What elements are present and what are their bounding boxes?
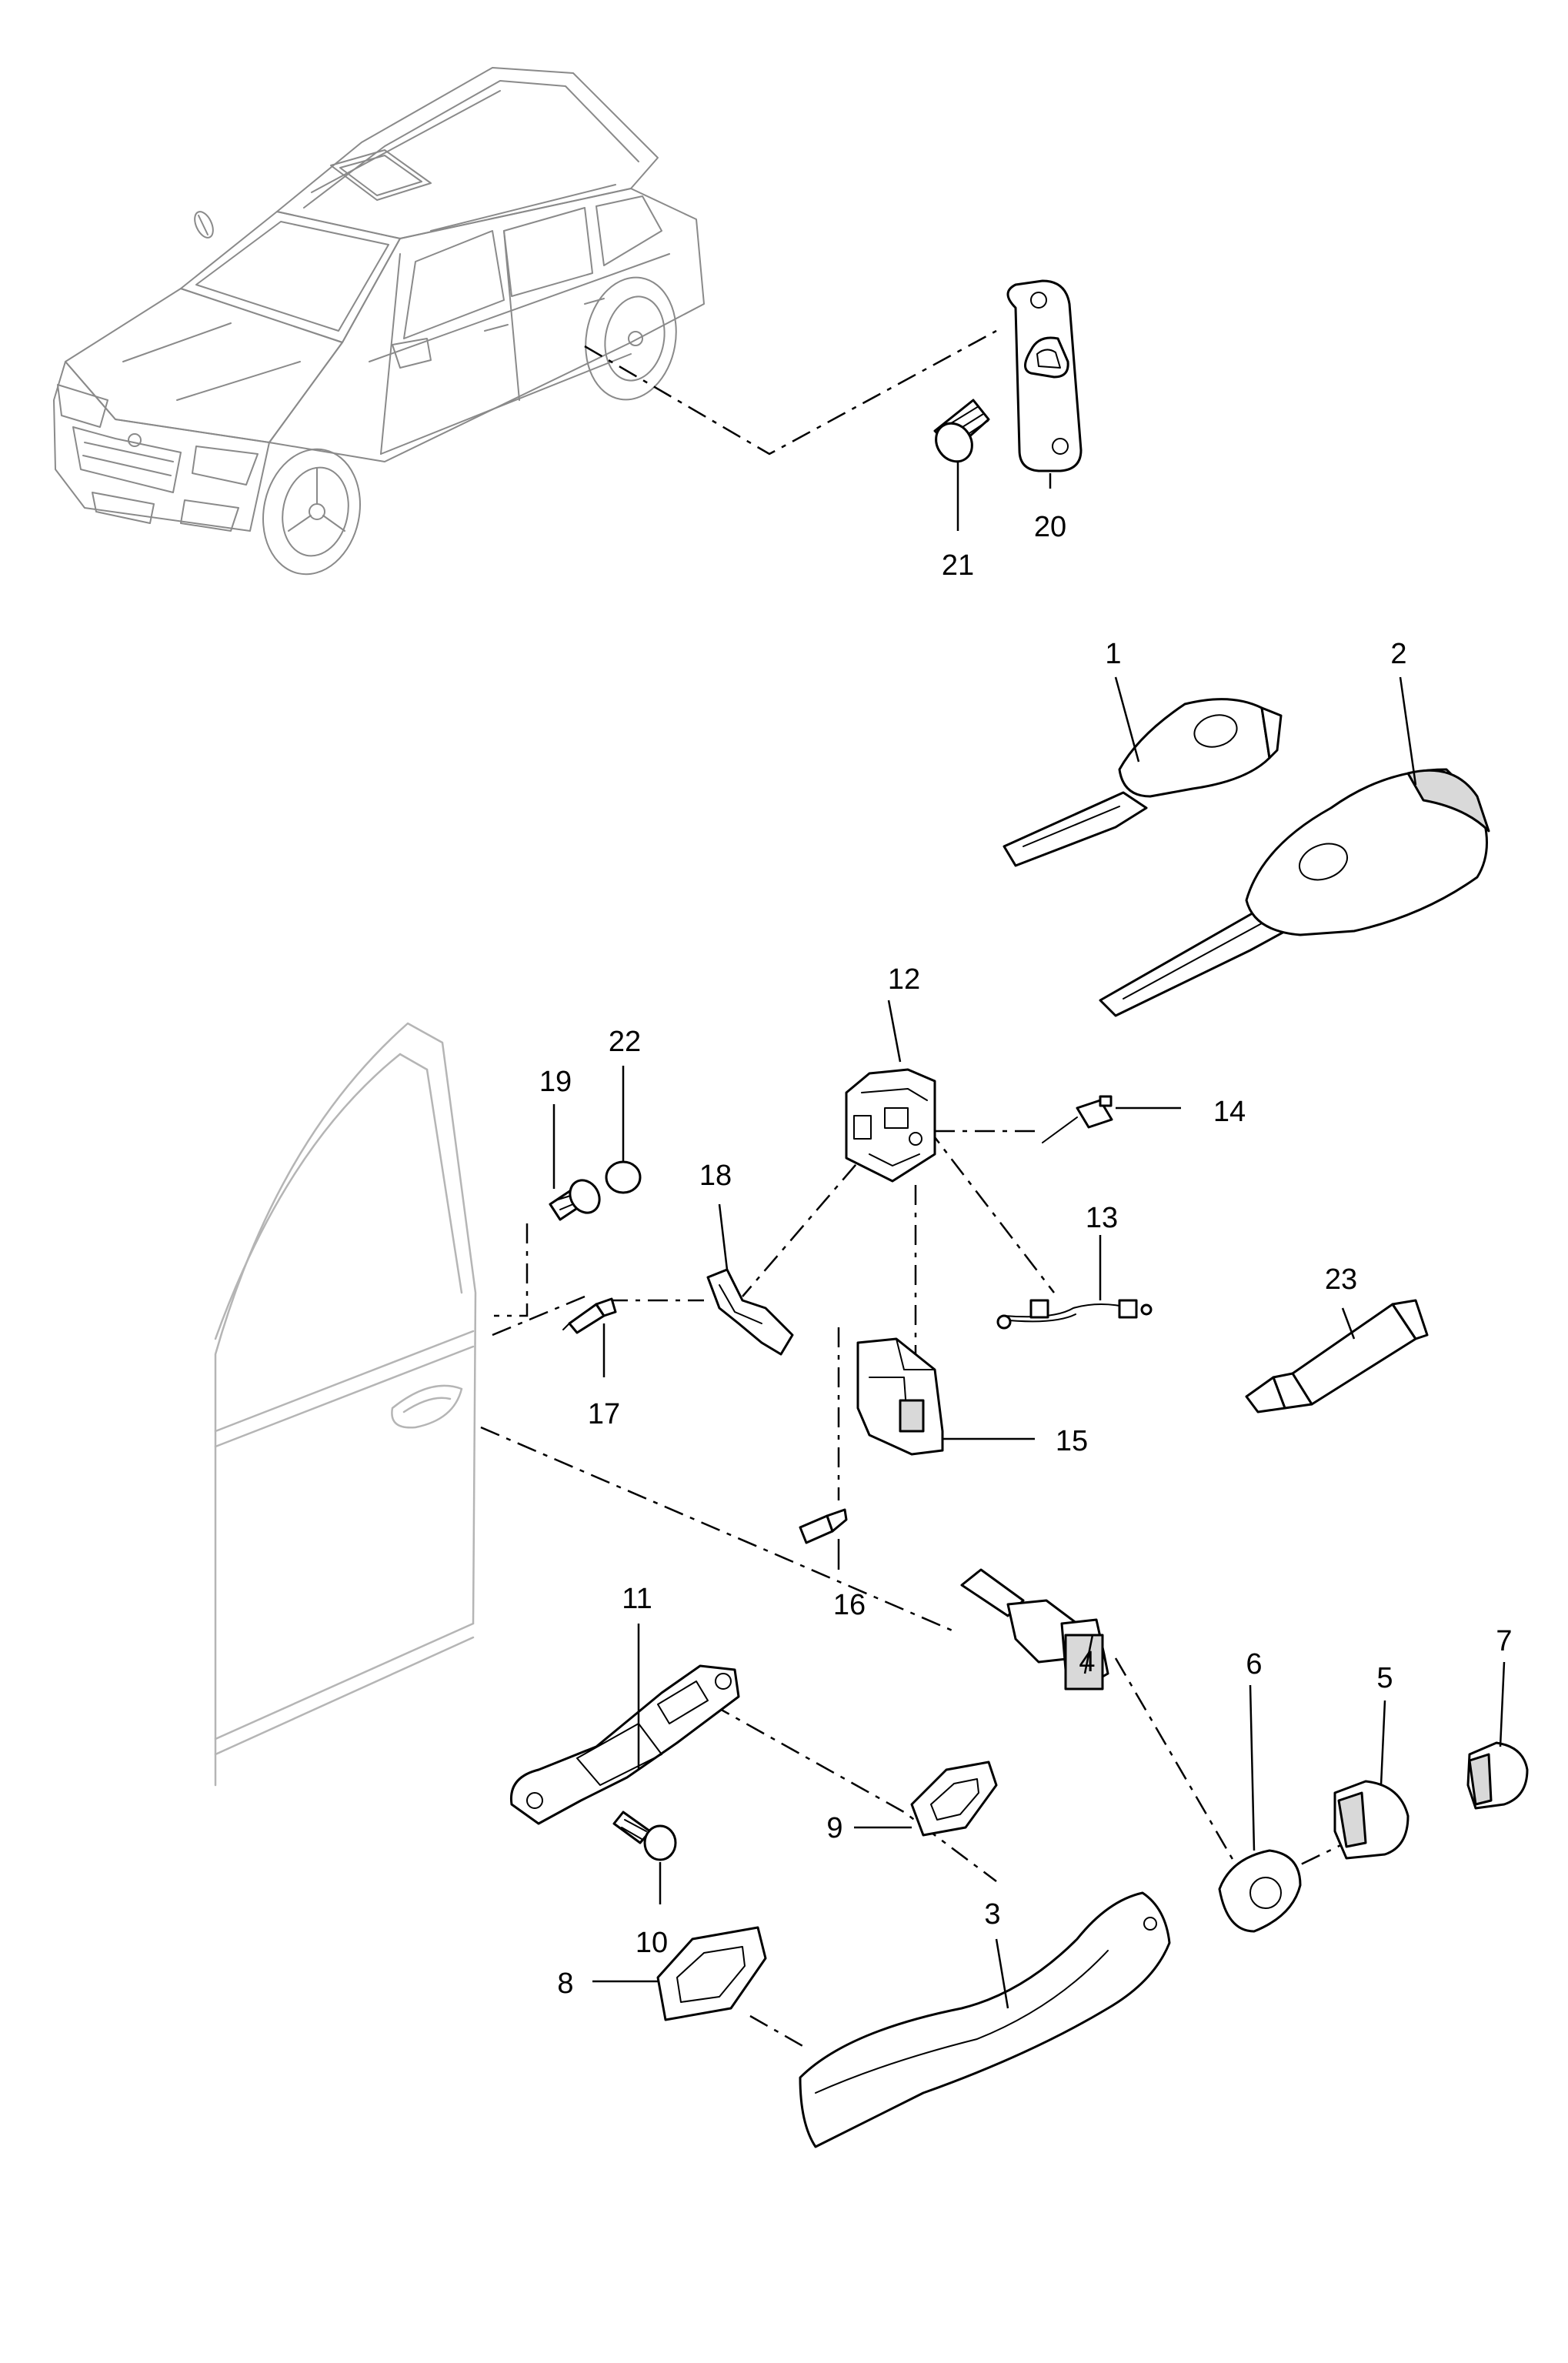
callout-10: 10 — [636, 1927, 668, 1959]
part-20-door-striker — [1006, 279, 1083, 472]
callout-7: 7 — [1496, 1625, 1512, 1657]
part-13-wiring-harness — [996, 1299, 1153, 1330]
callout-22: 22 — [609, 1026, 641, 1058]
part-4-lock-cylinder — [960, 1568, 1109, 1690]
door-outline-illustration — [214, 1022, 477, 1787]
callout-16: 16 — [833, 1589, 866, 1621]
callout-19: 19 — [539, 1066, 572, 1098]
callout-labels: 20 21 1 2 12 22 19 14 18 13 23 17 15 16 … — [539, 511, 1513, 2000]
callout-13: 13 — [1086, 1202, 1118, 1234]
assembly-lines — [480, 329, 1370, 2048]
part-7-cap — [1466, 1741, 1529, 1810]
callout-8: 8 — [557, 1967, 573, 2000]
callout-21: 21 — [942, 549, 974, 582]
part-22-seal-ring — [605, 1160, 642, 1194]
vehicle-overview-illustration — [53, 67, 705, 576]
part-21-screw — [933, 399, 990, 463]
callout-23: 23 — [1325, 1263, 1357, 1296]
callout-5: 5 — [1376, 1662, 1393, 1694]
part-12-lock-module — [845, 1068, 936, 1183]
part-1-key-blade — [1003, 698, 1283, 867]
part-19-bolt — [549, 1179, 601, 1221]
part-3-exterior-handle — [799, 1891, 1171, 2148]
callout-2: 2 — [1390, 638, 1406, 670]
callout-4: 4 — [1079, 1646, 1095, 1678]
part-23-grease-tube — [1245, 1299, 1429, 1413]
part-15-control-unit — [856, 1337, 944, 1456]
callout-14: 14 — [1213, 1096, 1246, 1128]
part-11-handle-carrier — [509, 1664, 740, 1825]
callout-15: 15 — [1056, 1425, 1088, 1457]
part-17-pin — [562, 1297, 617, 1334]
part-10-screw — [612, 1811, 677, 1861]
callout-9: 9 — [826, 1812, 842, 1844]
callout-12: 12 — [888, 963, 920, 996]
callout-3: 3 — [984, 1898, 1000, 1931]
part-5-cap — [1333, 1780, 1410, 1860]
part-2-key — [1099, 768, 1490, 1017]
callout-18: 18 — [699, 1160, 732, 1192]
part-14-connector — [1042, 1095, 1113, 1143]
part-8-gasket — [656, 1926, 767, 2021]
callout-20: 20 — [1034, 511, 1066, 543]
callout-17: 17 — [588, 1398, 620, 1430]
part-9-gasket — [910, 1761, 998, 1837]
leader-lines — [552, 462, 1506, 2009]
part-6-cap-base — [1218, 1849, 1302, 1933]
part-16-pin — [799, 1508, 848, 1544]
callout-11: 11 — [622, 1583, 652, 1615]
part-18-bracket — [706, 1268, 794, 1356]
callout-1: 1 — [1105, 638, 1121, 670]
callout-6: 6 — [1246, 1648, 1262, 1680]
